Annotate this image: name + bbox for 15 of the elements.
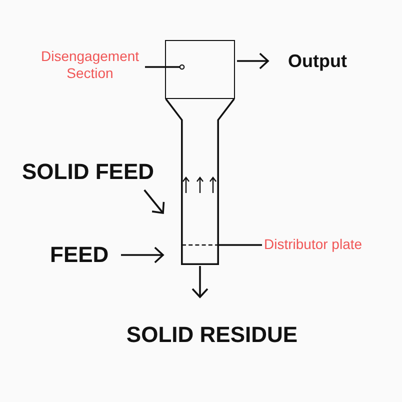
arrow xyxy=(192,266,208,298)
stream-label: SOLID FEED xyxy=(22,159,162,185)
leader-line xyxy=(145,64,185,70)
arrow xyxy=(237,52,269,70)
stream-label: FEED xyxy=(50,242,112,268)
stream-label: Output xyxy=(288,50,358,72)
arrow xyxy=(144,189,165,214)
leader-line xyxy=(219,244,262,246)
arrow xyxy=(121,246,164,264)
reactor-column xyxy=(165,99,235,265)
stream-label: SOLID RESIDUE xyxy=(118,321,306,349)
disengagement-chamber xyxy=(165,40,235,99)
part-label: Distributor plate xyxy=(264,236,380,254)
part-label: Disengagement Section xyxy=(38,48,142,82)
distributor-plate-line xyxy=(181,243,219,247)
